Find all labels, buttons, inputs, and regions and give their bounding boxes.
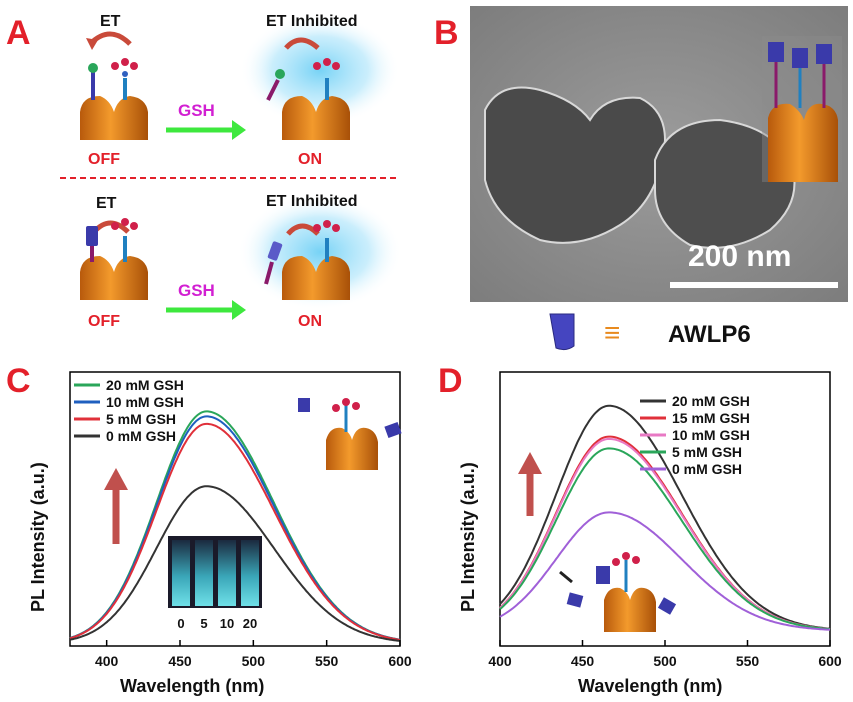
legend-label: 10 mM GSH (106, 394, 184, 410)
increase-arrow-head-c (104, 468, 128, 490)
panel-a: A ET OFF GSH ET Inhibited (6, 13, 402, 330)
gsh-arrow-head (232, 120, 246, 140)
state-on-label: ON (298, 151, 322, 168)
et-label-2: ET (96, 195, 117, 212)
chart-d-xlabel: Wavelength (nm) (578, 676, 722, 696)
series-line-3 (69, 485, 401, 642)
glow-halo (240, 14, 400, 126)
vial-label: 0 (177, 616, 184, 631)
panel-letter-a: A (6, 14, 31, 52)
series-line-0 (499, 404, 831, 630)
vial-labels: 0 5 10 20 (177, 616, 257, 631)
carrier-particle (80, 58, 148, 140)
legend-label: 20 mM GSH (106, 377, 184, 393)
tem-particle-2 (654, 118, 796, 249)
vial-label: 10 (220, 616, 234, 631)
gsh-label-2: GSH (178, 281, 215, 300)
scale-bar (670, 282, 838, 288)
glow-halo-2 (238, 194, 402, 310)
state-on-label-2: ON (298, 313, 322, 330)
chart-c-ylabel: PL Intensity (a.u.) (28, 462, 48, 612)
x-tick-label: 400 (95, 653, 119, 669)
series-line-2 (69, 422, 401, 641)
legend-label: 10 mM GSH (672, 427, 750, 443)
x-tick-label: 500 (653, 653, 677, 669)
carrier-particle-on (266, 58, 350, 140)
panel-letter-b: B (434, 14, 459, 52)
inhibited-arrow (284, 37, 320, 50)
panel-b: B 200 nm ≡ AWLP6 (434, 6, 848, 351)
scale-bar-label: 200 nm (688, 240, 791, 273)
vial-label: 5 (200, 616, 207, 631)
carrier-particle-2 (80, 218, 148, 300)
scheme-top: ET OFF GSH ET Inhibited (80, 13, 400, 168)
gsh-arrow-head-2 (232, 300, 246, 320)
state-off-label-2: OFF (88, 313, 120, 330)
chart-d-xticks: 400 450 500 550 600 (488, 640, 842, 669)
legend-label: 0 mM GSH (672, 461, 742, 477)
vial-label: 20 (243, 616, 257, 631)
panel-letter-c: C (6, 362, 31, 400)
carrier-particle-on-2 (264, 220, 350, 300)
legend-label: 5 mM GSH (106, 411, 176, 427)
x-tick-label: 400 (488, 653, 512, 669)
x-tick-label: 450 (168, 653, 192, 669)
increase-arrow-head-d (518, 452, 542, 474)
legend-label: 5 mM GSH (672, 444, 742, 460)
et-label: ET (100, 13, 121, 30)
series-line-3 (499, 447, 831, 631)
chart-d-lines (499, 404, 831, 631)
et-inhibited-label-2: ET Inhibited (266, 193, 358, 210)
legend-label: 15 mM GSH (672, 410, 750, 426)
vial-photo (168, 536, 262, 608)
tem-particle-1 (484, 86, 667, 244)
inhibited-arrow-2 (286, 223, 320, 236)
scheme-bottom: ET OFF GSH ET Inhibited (80, 193, 402, 330)
awlp6-label: AWLP6 (668, 321, 751, 348)
chart-d-ylabel: PL Intensity (a.u.) (458, 462, 478, 612)
chart-d-inset-carrier (559, 552, 677, 632)
inset-carrier (762, 36, 842, 182)
gsh-label: GSH (178, 101, 215, 120)
et-inhibited-label: ET Inhibited (266, 13, 358, 30)
legend-label: 0 mM GSH (106, 428, 176, 444)
x-tick-label: 550 (315, 653, 339, 669)
x-tick-label: 550 (736, 653, 760, 669)
chart-c-inset-carrier (298, 398, 402, 470)
state-off-label: OFF (88, 151, 120, 168)
x-tick-label: 500 (242, 653, 266, 669)
chart-c-xlabel: Wavelength (nm) (120, 676, 264, 696)
panel-letter-d: D (438, 362, 463, 400)
chart-c-lines (69, 410, 401, 642)
x-tick-label: 600 (388, 653, 412, 669)
series-line-4 (499, 511, 831, 631)
equivalence-symbol: ≡ (604, 317, 620, 348)
legend-label: 20 mM GSH (672, 393, 750, 409)
chart-c-xticks: 400 450 500 550 600 (95, 640, 412, 669)
x-tick-label: 600 (818, 653, 842, 669)
et-arrow-head (86, 38, 98, 50)
chart-c-frame (69, 371, 401, 647)
x-tick-label: 450 (571, 653, 595, 669)
awlp6-icon (549, 313, 575, 351)
